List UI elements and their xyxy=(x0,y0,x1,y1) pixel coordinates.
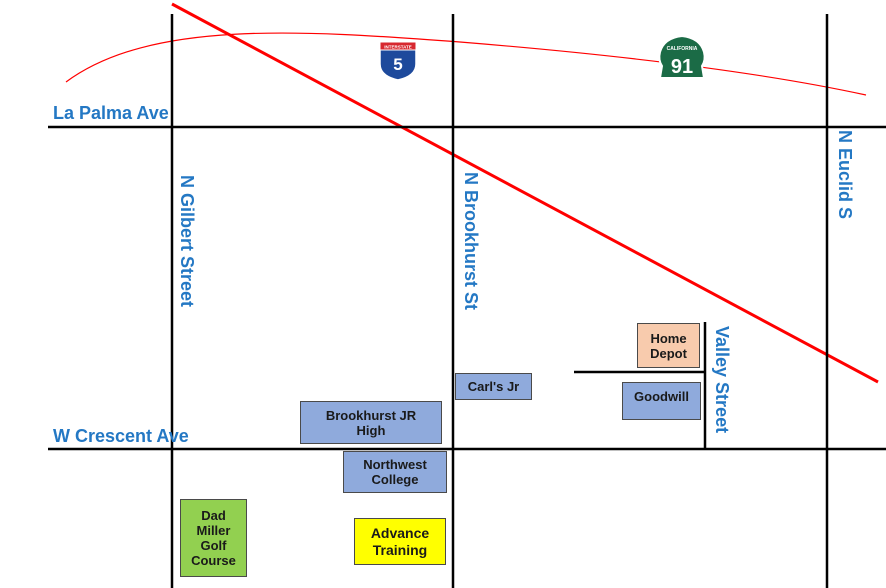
ca91-shield-number: 91 xyxy=(671,56,693,78)
northwest-college-marker: Northwest College xyxy=(343,451,447,493)
crescent-ave-label: W Crescent Ave xyxy=(53,426,189,446)
carls-jr-marker: Carl's Jr xyxy=(455,373,532,400)
interstate-5-shield-icon: INTERSTATE 5 xyxy=(379,41,417,81)
dad-miller-golf-course-marker: Dad Miller Golf Course xyxy=(180,499,247,577)
i5-shield-number: 5 xyxy=(393,55,402,74)
valley-street-label: Valley Street xyxy=(712,326,732,434)
la-palma-ave-label: La Palma Ave xyxy=(53,103,169,123)
home-depot-marker: Home Depot xyxy=(637,323,700,368)
ca91-freeway-line xyxy=(65,32,867,96)
gilbert-street-label: N Gilbert Street xyxy=(177,175,197,308)
california-91-shield-icon: CALIFORNIA 91 xyxy=(658,34,706,79)
goodwill-marker: Goodwill xyxy=(622,382,701,420)
brookhurst-jr-high-marker: Brookhurst JR High xyxy=(300,401,442,444)
i5-freeway-line xyxy=(171,2,879,384)
brookhurst-street-label: N Brookhurst St xyxy=(461,172,481,311)
euclid-street-label: N Euclid S xyxy=(835,130,855,220)
i5-shield-banner: INTERSTATE xyxy=(384,45,412,50)
ca91-shield-banner: CALIFORNIA xyxy=(667,46,698,52)
advance-training-marker: Advance Training xyxy=(354,518,446,565)
